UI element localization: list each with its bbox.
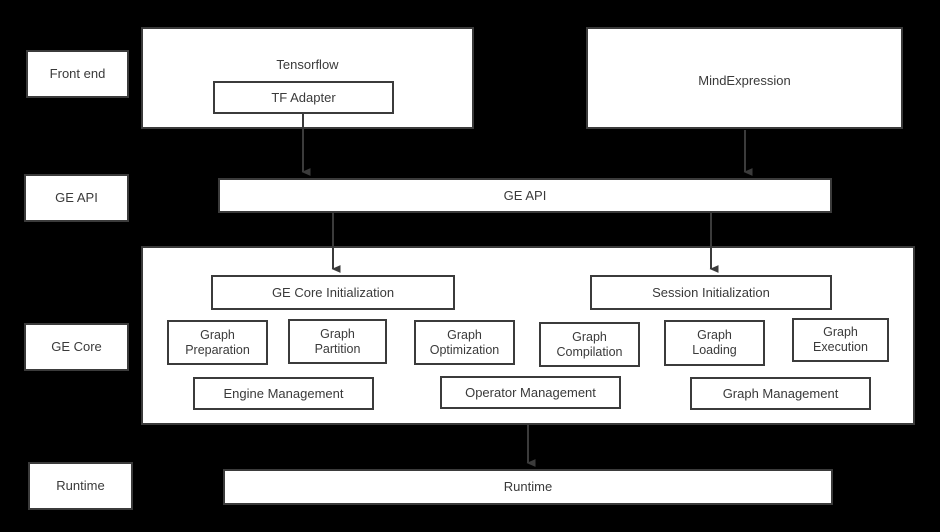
mindexpression-title: MindExpression <box>698 73 791 88</box>
runtime-bar: Runtime <box>223 469 833 505</box>
graph-management-box: Graph Management <box>690 377 871 410</box>
module-graph-partition: Graph Partition <box>288 319 387 364</box>
ge-core-initialization-box: GE Core Initialization <box>211 275 455 310</box>
module-graph-compilation: Graph Compilation <box>539 322 640 367</box>
stage-label-ge-api: GE API <box>24 174 129 222</box>
mindexpression-container: MindExpression <box>586 27 903 129</box>
tf-adapter-box: TF Adapter <box>213 81 394 114</box>
stage-label-front-end: Front end <box>26 50 129 98</box>
session-initialization-box: Session Initialization <box>590 275 832 310</box>
module-graph-execution: Graph Execution <box>792 318 889 362</box>
stage-label-ge-core: GE Core <box>24 323 129 371</box>
module-graph-preparation: Graph Preparation <box>167 320 268 365</box>
tensorflow-title: Tensorflow <box>276 57 339 72</box>
module-graph-loading: Graph Loading <box>664 320 765 366</box>
engine-management-box: Engine Management <box>193 377 374 410</box>
module-graph-optimization: Graph Optimization <box>414 320 515 365</box>
ge-api-bar: GE API <box>218 178 832 213</box>
operator-management-box: Operator Management <box>440 376 621 409</box>
stage-label-runtime: Runtime <box>28 462 133 510</box>
